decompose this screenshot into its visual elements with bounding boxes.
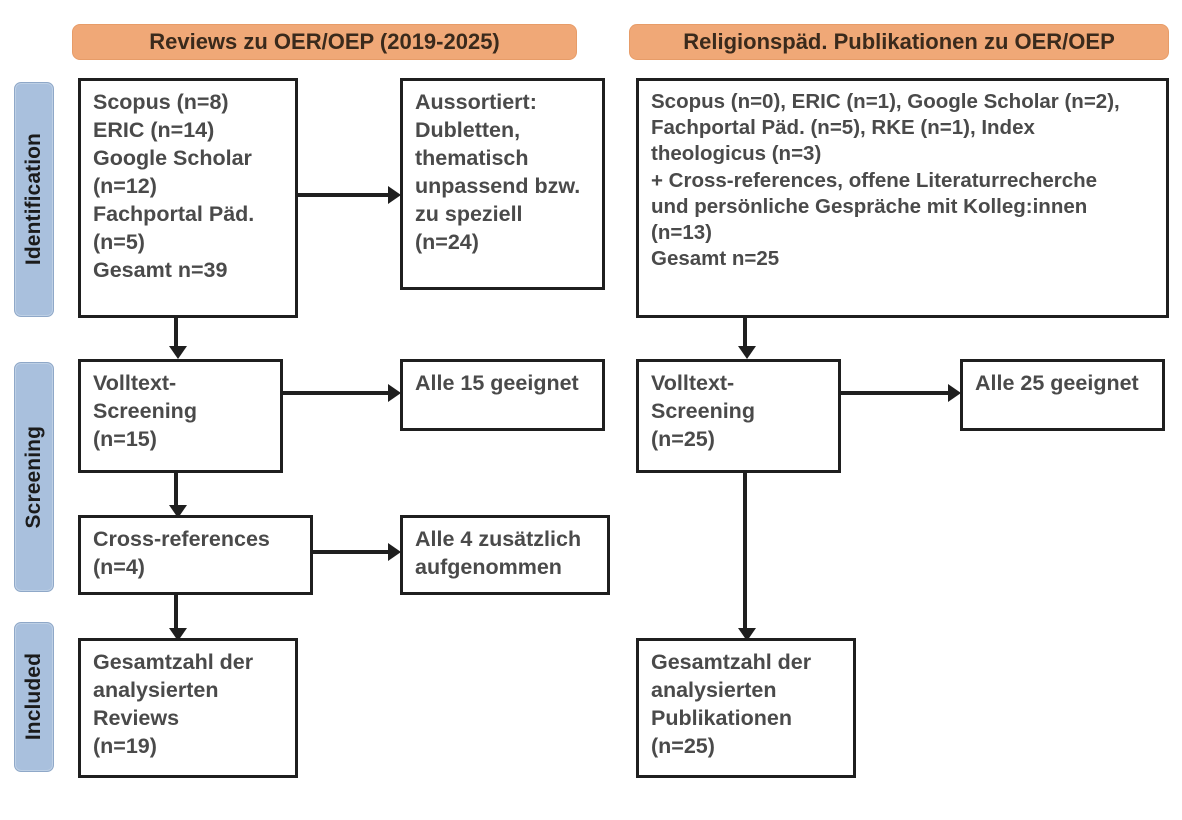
box-left-identification: Scopus (n=8) ERIC (n=14) Google Scholar … (78, 78, 298, 318)
connector-left-screening-to-result (283, 391, 388, 395)
arrowhead-left-crossrefs-to-included (169, 628, 187, 641)
connector-right-screening-to-included (743, 473, 747, 633)
arrowhead-right-screening-to-result (948, 384, 961, 402)
box-left-crossrefs: Cross-references (n=4) (78, 515, 313, 595)
box-right-identification: Scopus (n=0), ERIC (n=1), Google Scholar… (636, 78, 1169, 318)
connector-right-screening-to-result (841, 391, 948, 395)
connector-right-ident-to-screening (743, 318, 747, 351)
box-right-included: Gesamtzahl der analysierten Publikatione… (636, 638, 856, 778)
connector-left-crossrefs-to-included (174, 595, 178, 633)
box-left-screening-result: Alle 15 geeignet (400, 359, 605, 431)
box-right-screening: Volltext- Screening (n=25) (636, 359, 841, 473)
arrowhead-right-screening-to-included (738, 628, 756, 641)
box-left-excluded: Aussortiert: Dubletten, thematisch unpas… (400, 78, 605, 290)
stage-pill-screening: Screening (14, 362, 54, 592)
column-header-left: Reviews zu OER/OEP (2019-2025) (72, 24, 577, 60)
connector-left-ident-to-excluded (298, 193, 388, 197)
stage-pill-included: Included (14, 622, 54, 772)
arrowhead-right-ident-to-screening (738, 346, 756, 359)
arrowhead-left-ident-to-screening (169, 346, 187, 359)
arrowhead-left-screening-to-result (388, 384, 401, 402)
connector-left-screening-to-crossrefs (174, 473, 178, 510)
column-header-right: Religionspäd. Publikationen zu OER/OEP (629, 24, 1169, 60)
box-left-screening: Volltext- Screening (n=15) (78, 359, 283, 473)
box-left-crossrefs-result: Alle 4 zusätzlich aufgenommen (400, 515, 610, 595)
box-right-screening-result: Alle 25 geeignet (960, 359, 1165, 431)
stage-pill-identification: Identification (14, 82, 54, 317)
box-left-included: Gesamtzahl der analysierten Reviews (n=1… (78, 638, 298, 778)
arrowhead-left-crossrefs-to-result (388, 543, 401, 561)
stage-label-identification: Identification (22, 133, 45, 266)
column-header-left-label: Reviews zu OER/OEP (2019-2025) (149, 29, 500, 54)
connector-left-ident-to-screening (174, 318, 178, 351)
stage-label-included: Included (22, 653, 45, 741)
stage-label-screening: Screening (22, 425, 45, 529)
column-header-right-label: Religionspäd. Publikationen zu OER/OEP (683, 29, 1115, 54)
connector-left-crossrefs-to-result (313, 550, 388, 554)
arrowhead-left-ident-to-excluded (388, 186, 401, 204)
arrowhead-left-screening-to-crossrefs (169, 505, 187, 518)
